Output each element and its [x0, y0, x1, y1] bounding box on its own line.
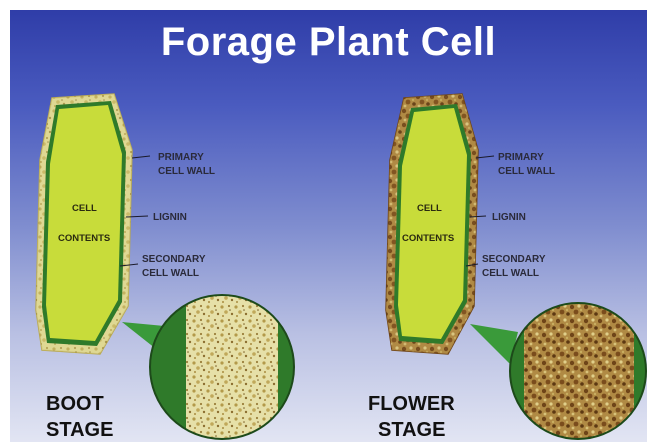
flower-primary-pointer	[476, 156, 494, 158]
boot-stage-cell: CELL CONTENTS	[36, 94, 132, 354]
flower-stage-label-2: STAGE	[378, 419, 445, 441]
boot-secondary-label-1: SECONDARY	[142, 254, 206, 265]
boot-cell-contents	[46, 105, 122, 341]
cell-diagram: CELL CONTENTS PRIMARY CELL WALL LIGNIN S…	[10, 10, 647, 442]
boot-secondary-label-2: CELL WALL	[142, 268, 199, 279]
boot-contents-label: CONTENTS	[58, 233, 110, 244]
flower-cell-label: CELL	[417, 203, 442, 214]
boot-stage-label-1: BOOT	[46, 393, 104, 415]
flower-secondary-label-2: CELL WALL	[482, 268, 539, 279]
boot-magnified-wall	[150, 290, 298, 442]
boot-primary-label-2: CELL WALL	[158, 166, 215, 177]
flower-magnified-wall	[510, 298, 647, 442]
boot-lignin-label: LIGNIN	[153, 212, 187, 223]
flower-contents-label: CONTENTS	[402, 233, 454, 244]
flower-stage-label-1: FLOWER	[368, 393, 455, 415]
boot-primary-pointer	[132, 156, 150, 158]
flower-primary-label-1: PRIMARY	[498, 152, 544, 163]
flower-cell-contents	[398, 108, 467, 339]
boot-stage-label-2: STAGE	[46, 419, 113, 441]
flower-secondary-label-1: SECONDARY	[482, 254, 546, 265]
diagram-canvas: Forage Plant Cell	[10, 10, 647, 442]
boot-cell-label: CELL	[72, 203, 97, 214]
flower-primary-label-2: CELL WALL	[498, 166, 555, 177]
flower-stage-cell: CELL CONTENTS	[386, 94, 478, 354]
flower-lignin-label: LIGNIN	[492, 212, 526, 223]
boot-primary-label-1: PRIMARY	[158, 152, 204, 163]
